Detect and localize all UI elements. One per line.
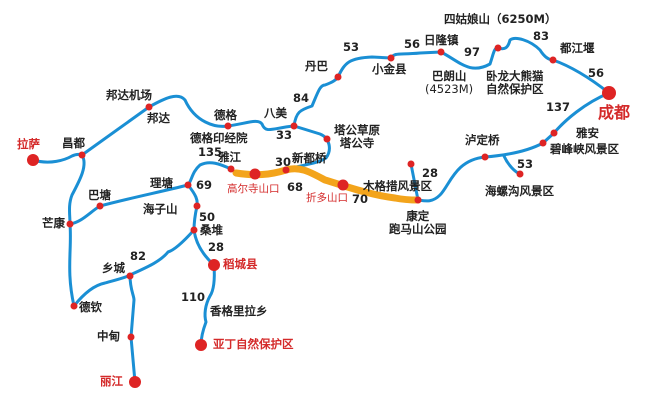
place-danba: 丹巴 [305,59,328,73]
place-dege-press: 德格印经院 [190,131,248,145]
tagong-temple: 塔公寺 [339,136,375,151]
place-litang: 理塘 [150,176,173,190]
place-yajiang: 雅江 [218,150,241,164]
place-balang: 巴朗山(4523M) [425,69,474,97]
distance-label: 53 [343,40,360,54]
place-xiaojin: 小金县 [372,62,407,76]
place-xiangcheng: 乡城 [102,261,125,275]
balang-altitude: (4523M) [425,82,474,97]
place-zheduo: 折多山口 [306,192,348,204]
route-lasa-dege [31,94,296,164]
place-batang: 巴塘 [88,188,111,202]
place-haizi: 海子山 [143,202,178,216]
distance-label: 56 [404,37,421,51]
route-mangkang-deqin [68,222,76,308]
place-siguniang: 四姑娘山（6250M） [444,12,557,26]
distance-label: 83 [533,29,550,43]
place-luding: 泸定桥 [465,133,500,147]
route-xiangcheng-lijiang [128,273,137,384]
distance-label: 70 [352,192,369,206]
route-highlight-yajiang-kangding [232,165,422,204]
paoma-park: 跑马山公园 [389,222,447,237]
route-changdu-mangkang [68,153,86,226]
place-hailuogou: 海螺沟风景区 [485,184,554,198]
distance-label: 30 [275,155,292,169]
distance-label: 33 [276,128,293,142]
distance-label: 84 [293,91,310,105]
distance-label: 28 [208,240,225,254]
place-wolong: 卧龙大熊猫自然保护区 [486,69,544,97]
distance-label: 28 [422,166,439,180]
distance-label: 69 [196,178,213,192]
place-muge: 木格措风景区 [363,179,432,193]
balang-name: 巴朗山 [431,69,467,83]
place-lasa: 拉萨 [17,137,40,151]
place-rilong: 日隆镇 [424,33,459,47]
place-xinduqiao: 新都桥 [292,151,327,165]
distance-label: 50 [199,210,216,224]
place-deqin: 德钦 [79,300,102,314]
place-lijiang: 丽江 [100,374,123,388]
distance-label: 137 [546,100,571,114]
place-bangda: 邦达 [147,111,170,125]
place-kangding: 康定跑马山公园 [389,209,447,237]
distance-label: 97 [464,45,481,59]
place-dege: 德格 [214,108,237,122]
place-dujiangyan: 都江堰 [560,41,595,55]
place-chengdu: 成都 [598,103,631,122]
place-zhongdian: 中甸 [97,329,120,343]
place-bangda-airport: 邦达机场 [106,88,152,102]
distance-label: 135 [198,145,223,159]
route-yajiang-litang [186,161,233,187]
wolong-name: 卧龙大熊猫 [486,69,544,83]
distance-label: 53 [517,157,534,171]
route-sangdui-xiangcheng [128,228,196,277]
kangding-name: 康定 [406,209,430,223]
distance-label: 56 [588,66,605,80]
route-deqin-xiangcheng [72,273,132,308]
distance-label: 68 [287,180,304,194]
place-gaoersi: 高尔寺山口 [227,183,280,195]
distance-label: 110 [181,290,206,304]
route-bamei-chengdu [292,36,611,128]
place-changdu: 昌都 [62,136,85,150]
place-bifengxia: 碧峰峡风景区 [550,142,619,156]
place-daocheng: 稻城县 [223,257,258,271]
route-litang-daocheng [186,183,216,267]
route-muge [409,162,420,202]
tagong-name: 塔公草原 [334,123,380,137]
distance-label: 82 [130,249,147,263]
place-mangkang: 芒康 [42,216,65,230]
place-shangrila: 香格里拉乡 [210,304,268,318]
place-yaan: 雅安 [576,126,599,140]
place-yading: 亚丁自然保护区 [213,337,294,351]
place-sangdui: 桑堆 [200,223,223,237]
place-tagong: 塔公草原塔公寺 [334,123,380,151]
place-bamei: 八美 [264,106,287,120]
route-daocheng-yading [199,263,216,347]
wolong-name-2: 自然保护区 [486,82,544,97]
